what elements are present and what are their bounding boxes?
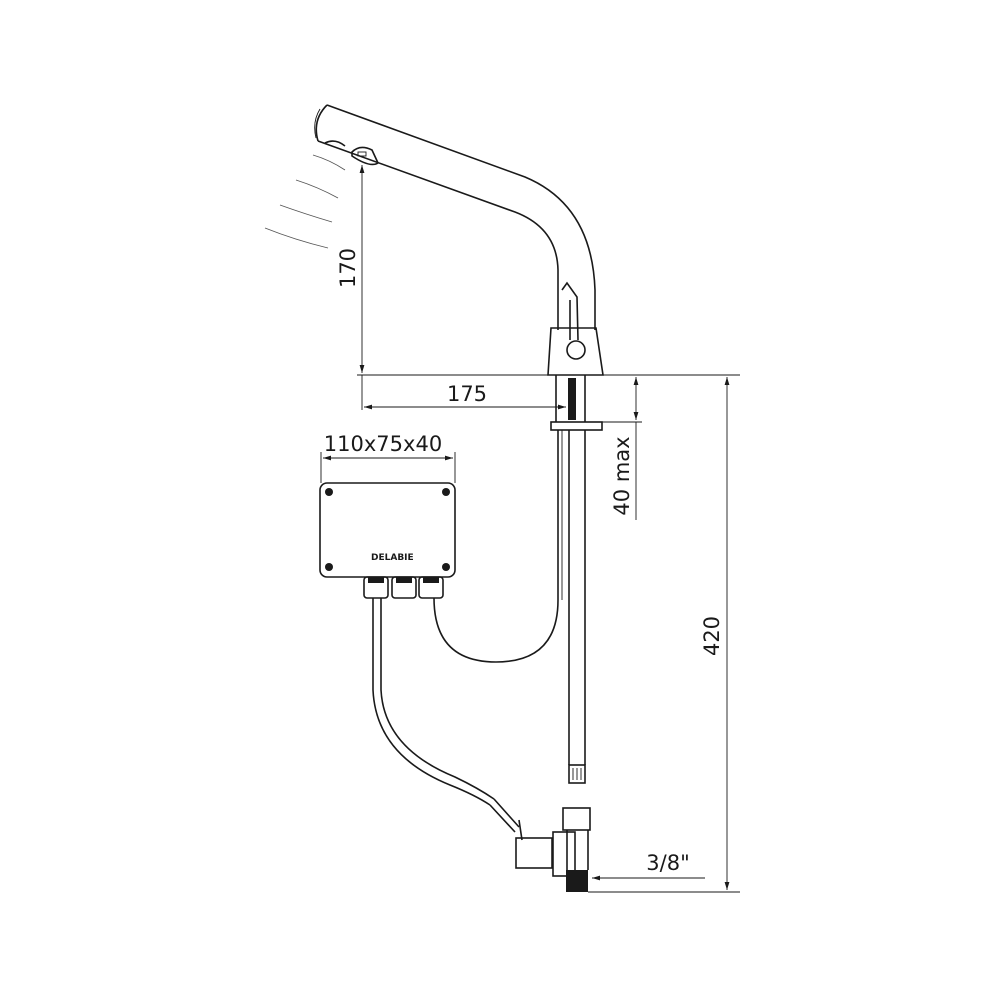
sensor-waves-icon bbox=[264, 154, 346, 249]
spout bbox=[314, 104, 596, 330]
box-logo: DELABIE bbox=[371, 553, 414, 563]
dimension-box-label: 110x75x40 bbox=[324, 432, 442, 456]
solenoid-cable bbox=[372, 598, 523, 841]
supply-hose bbox=[550, 375, 603, 784]
solenoid-valve bbox=[515, 807, 591, 892]
faucet-body bbox=[547, 281, 604, 376]
temperature-knob bbox=[566, 340, 586, 360]
dimension-connection-label: 3/8" bbox=[646, 851, 689, 875]
dimension-170-label: 170 bbox=[336, 248, 360, 288]
control-box: DELABIE bbox=[319, 482, 456, 599]
dimension-420-label: 420 bbox=[700, 616, 724, 656]
dimension-175-label: 175 bbox=[447, 382, 487, 406]
sensor-cable bbox=[433, 430, 559, 663]
sensor-icon bbox=[351, 146, 380, 166]
dimension-40max-label: 40 max bbox=[610, 436, 634, 515]
